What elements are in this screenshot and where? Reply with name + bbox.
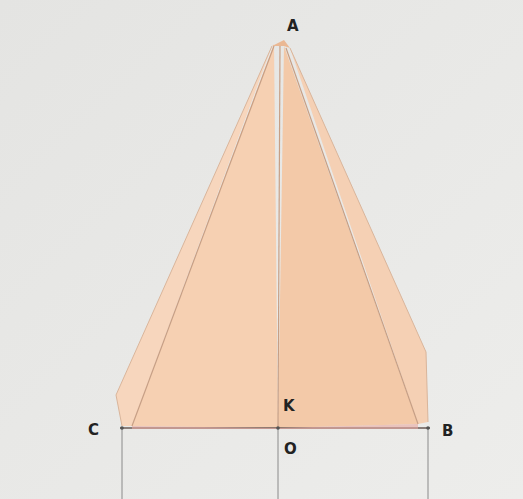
right-flap (290, 48, 428, 424)
apex-tip (272, 40, 290, 48)
left-face (132, 44, 278, 428)
base-points (120, 426, 430, 430)
base-shadow (132, 424, 418, 429)
point-label: B (440, 423, 455, 440)
pencil-lines (122, 428, 428, 499)
right-face (278, 46, 418, 428)
point-label: C (86, 422, 101, 439)
point-label: K (281, 398, 297, 415)
outline-edges (116, 46, 428, 426)
point-label: A (285, 18, 301, 35)
point-label: O (282, 441, 299, 458)
